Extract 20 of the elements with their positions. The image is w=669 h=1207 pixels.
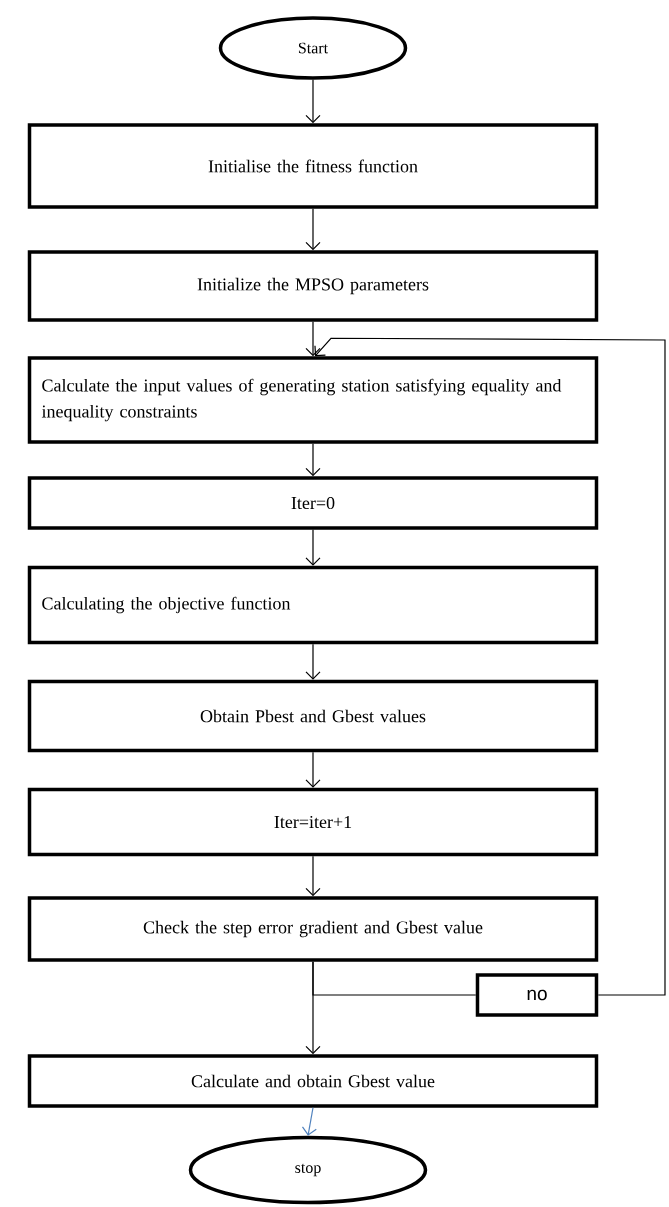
arrow: [305, 79, 321, 124]
condition-box: no: [475, 973, 599, 1017]
process-box: Calculating the objective function: [27, 565, 599, 645]
process-box: Obtain Pbest and Gbest values: [27, 679, 599, 753]
process-box: Check the step error gradient and Gbest value: [27, 896, 599, 962]
arrow: [305, 855, 321, 897]
arrow: [301, 1107, 317, 1136]
process-box: Iter=0: [27, 476, 599, 530]
arrow: [305, 208, 321, 251]
arrow: [305, 643, 321, 680]
process-box: Iter=iter+1: [27, 787, 599, 857]
process-box: Calculate the input values of generating station satisfying equality and inequality constraints: [27, 356, 599, 444]
arrow: [305, 443, 321, 477]
arrow: [314, 337, 666, 996]
arrow: [305, 321, 321, 357]
process-box: Initialize the MPSO parameters: [27, 250, 599, 322]
process-box: Initialise the fitness function: [27, 123, 599, 209]
arrow: [305, 751, 321, 788]
arrow: [305, 529, 321, 566]
process-box: Calculate and obtain Gbest value: [27, 1054, 599, 1108]
